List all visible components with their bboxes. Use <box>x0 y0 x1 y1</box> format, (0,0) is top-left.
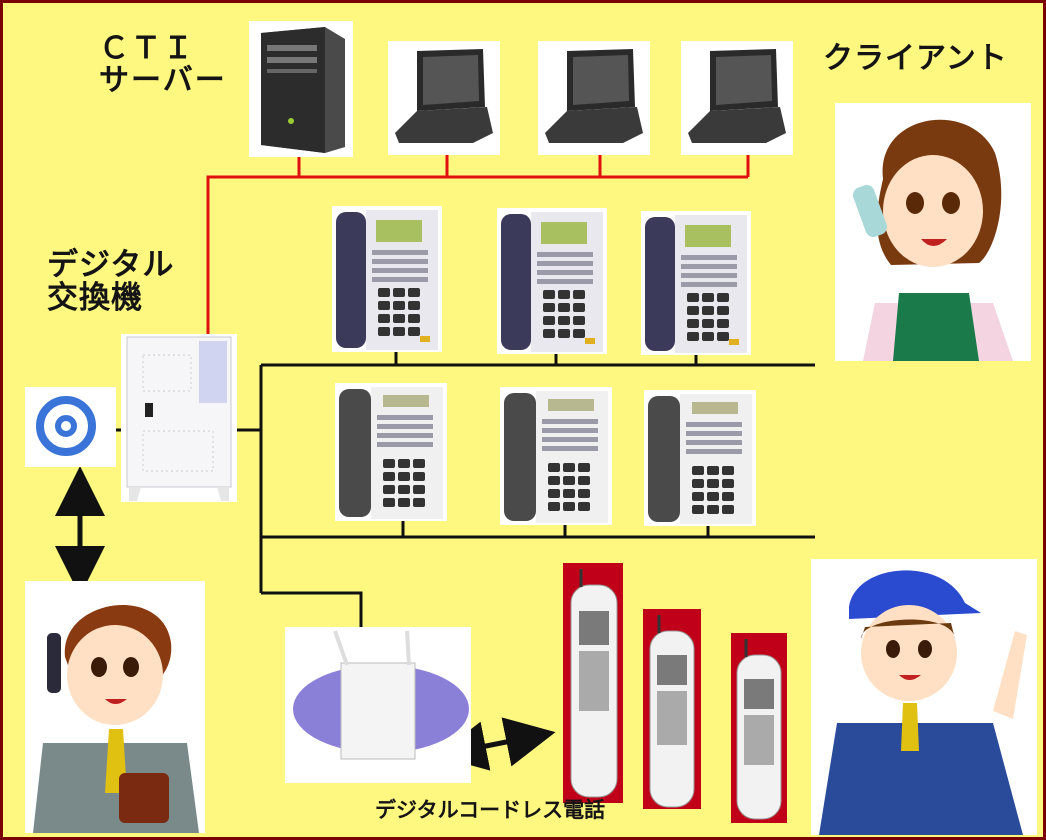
laptop-icon <box>388 41 500 155</box>
laptop-icon <box>681 41 793 155</box>
desk-phone-icon <box>500 387 612 525</box>
cordless-handset-icon <box>643 609 701 809</box>
laptop-icon <box>538 41 650 155</box>
diagram-canvas <box>25 21 1037 835</box>
double-arrow-icon <box>436 717 556 771</box>
staff-uniform-illustration <box>811 559 1037 835</box>
cti-server-label: ＣＴＩ サーバー <box>99 31 227 98</box>
cordless-handset-icon <box>563 563 623 803</box>
desk-phone-icon <box>641 211 751 355</box>
digital-pbx-label: デジタル 交換機 <box>47 247 175 316</box>
desk-phone-icon <box>497 208 607 354</box>
desk-phone-icon <box>332 206 442 352</box>
digital-cordless-label: デジタルコードレス電話 <box>375 798 606 822</box>
female-operator-illustration <box>835 103 1031 361</box>
phone-lines <box>116 349 815 633</box>
desk-phone-icon <box>335 383 447 521</box>
cordless-base-station-icon <box>285 627 471 783</box>
cordless-handset-icon <box>731 633 787 823</box>
tower-server-icon <box>249 21 353 157</box>
client-label: クライアント <box>823 41 1008 76</box>
pbx-unit-icon <box>121 334 237 502</box>
ntt-logo-icon <box>25 387 116 467</box>
businessman-illustration <box>25 581 205 833</box>
desk-phone-icon <box>644 390 756 526</box>
